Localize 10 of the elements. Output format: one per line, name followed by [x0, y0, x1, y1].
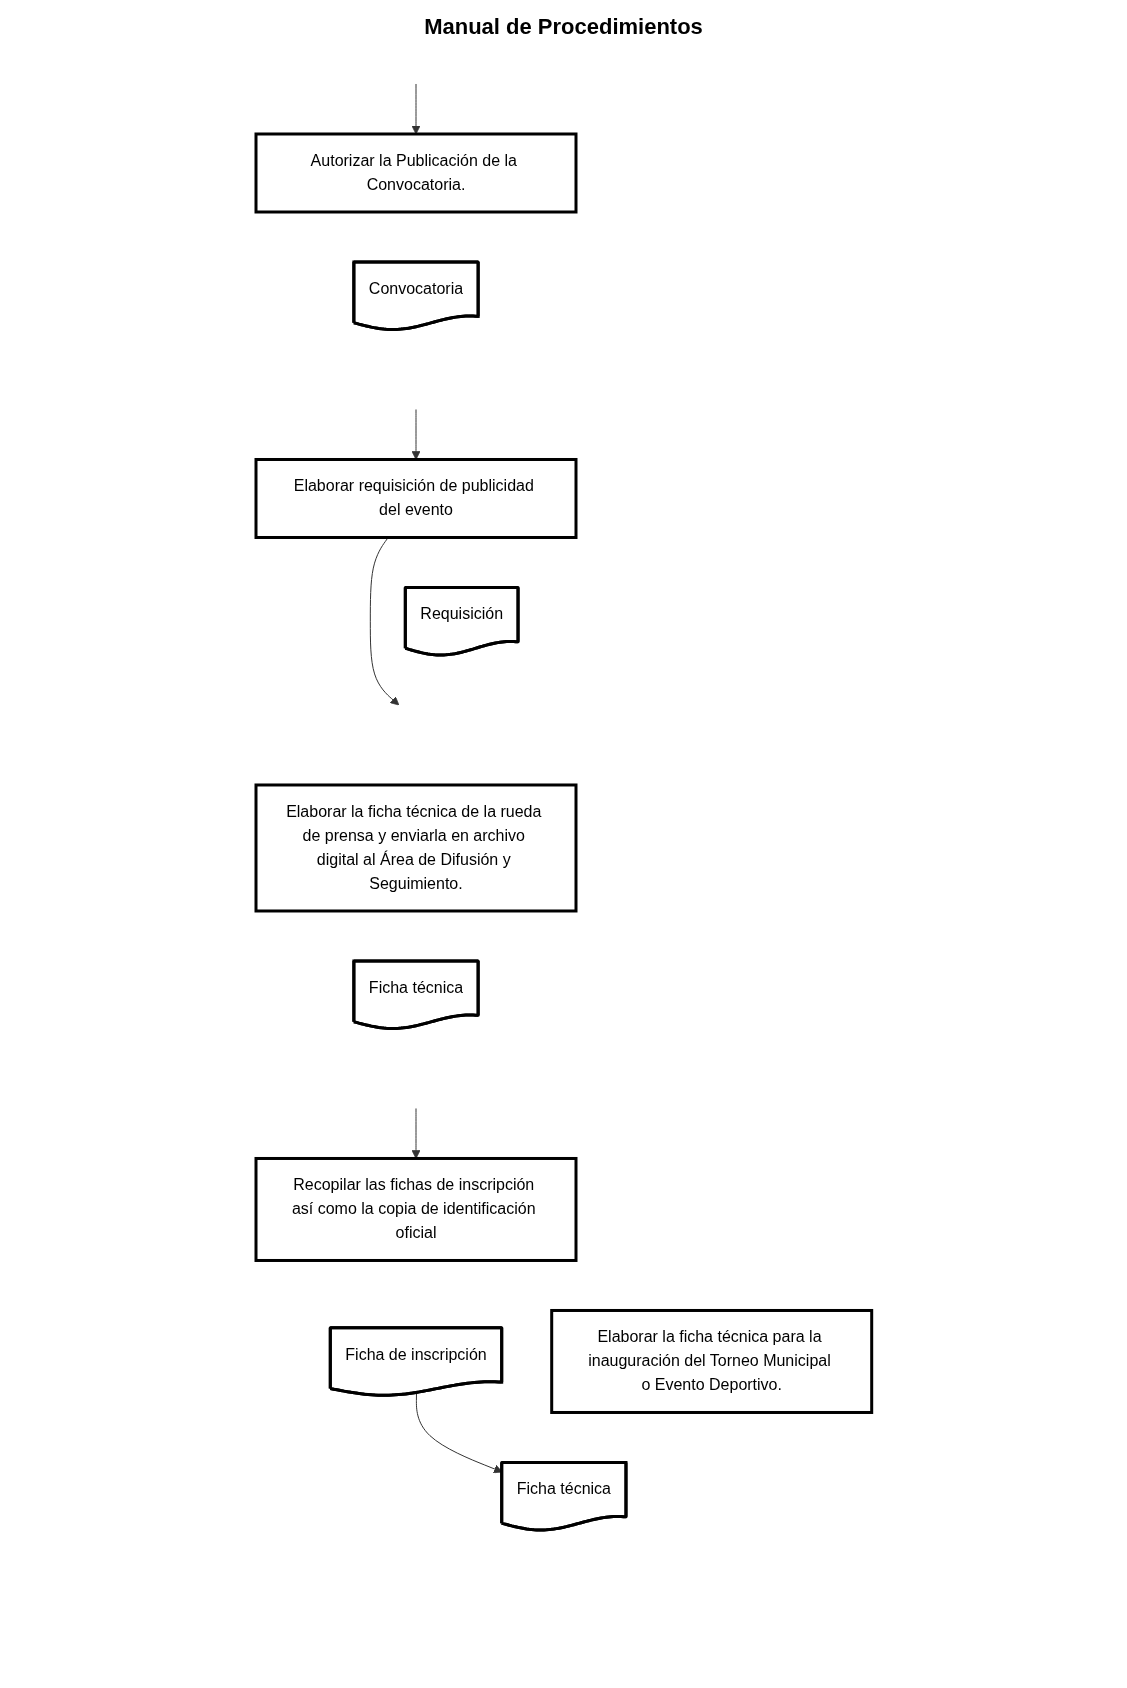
arrow — [411, 1108, 421, 1159]
arrow — [411, 409, 421, 460]
arrow — [411, 83, 421, 135]
node-box: Elaborar la ficha técnica para la inauguración del Torneo Municipal o Evento Deportivo. — [549, 1309, 873, 1414]
arrow — [369, 537, 399, 706]
diagram-title: Manual de Procedimientos — [423, 14, 704, 40]
node-box: Elaborar requisición de publicidad del evento — [254, 458, 578, 539]
node-box: Elaborar la ficha técnica de la rueda de prensa y enviarla en archivo digital al Área de Difusión y Seguimiento. — [254, 783, 578, 913]
node-box: Autorizar la Publicación de la Convocatoria. — [254, 132, 578, 214]
node-box: Recopilar las fichas de inscripción así como la copia de identificación oficial — [254, 1157, 578, 1262]
